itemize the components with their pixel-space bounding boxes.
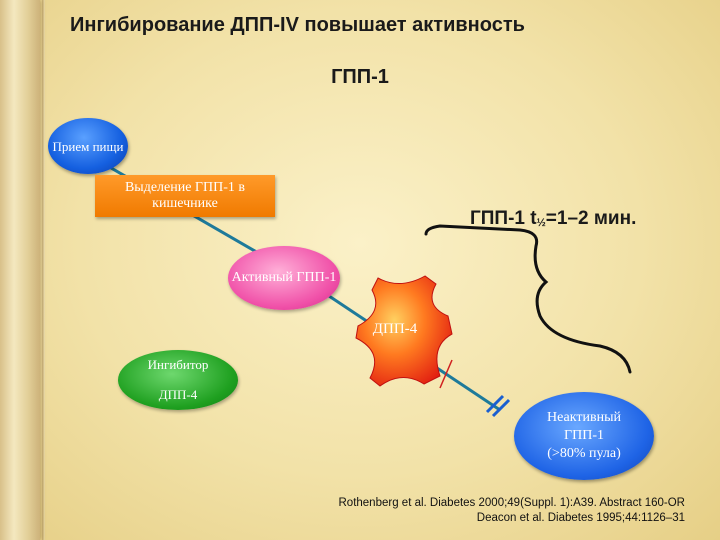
half-life-prefix: ГПП-1 t [470, 208, 537, 229]
inhibitor-line2: ДПП-4 [158, 387, 198, 402]
spine-shadow [42, 0, 45, 540]
dpp4-enzyme-shape [355, 275, 453, 387]
food-intake-node: Прием пищи [48, 118, 128, 174]
inactive-line1: Неактивный [547, 410, 621, 425]
half-life-subscript: ½ [536, 217, 546, 229]
half-life-suffix: =1–2 мин. [545, 208, 637, 229]
inactive-line2: ГПП-1 [564, 428, 604, 443]
inhibitor-block-line [439, 359, 453, 389]
references: Rothenberg et al. Diabetes 2000;49(Suppl… [240, 496, 686, 526]
inhibition-bar-icon [485, 394, 511, 418]
active-glp1-node: Активный ГПП-1 [228, 246, 340, 310]
dpp4-inhibitor-node: Ингибитор ДПП-4 [118, 350, 238, 410]
reference-2: Deacon et al. Diabetes 1995;44:1126–31 [476, 512, 685, 524]
inhibitor-line1: Ингибитор [147, 357, 209, 372]
dpp4-label: ДПП-4 [372, 321, 418, 337]
slide-title-line2: ГПП-1 [331, 66, 389, 88]
inactive-line3: (>80% пула) [547, 446, 621, 461]
reference-1: Rothenberg et al. Diabetes 2000;49(Suppl… [338, 497, 686, 509]
glp1-secretion-node: Выделение ГПП-1 в кишечнике [95, 175, 275, 217]
inactive-glp1-node: Неактивный ГПП-1 (>80% пула) [514, 392, 654, 480]
notebook-spine [0, 0, 40, 540]
half-life-brace [424, 224, 632, 374]
slide-title-line1: Ингибирование ДПП-IV повышает активность [70, 14, 525, 36]
half-life-label: ГПП-1 t½=1–2 мин. [470, 208, 636, 230]
